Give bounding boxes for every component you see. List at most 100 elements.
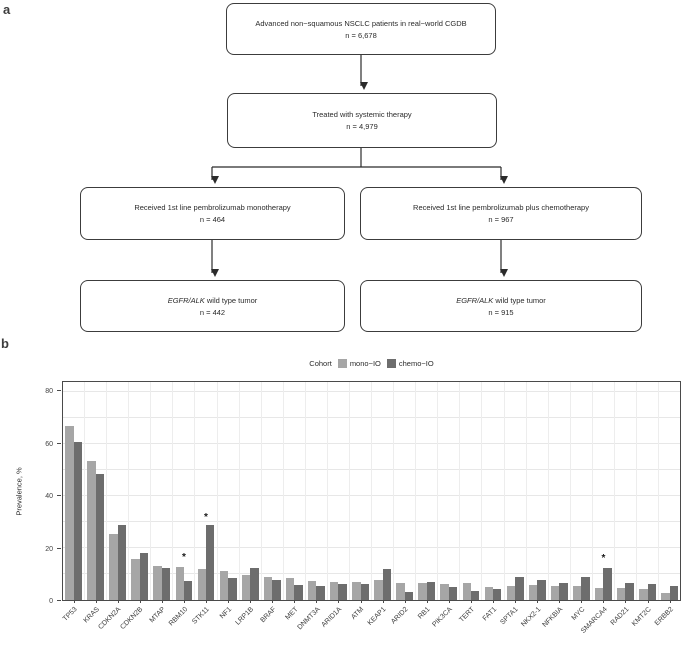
x-tick-label-MTAP: MTAP bbox=[148, 606, 167, 625]
box-text: Advanced non−squamous NSCLC patients in … bbox=[255, 18, 467, 28]
bar-NKX2-1-mono-io bbox=[528, 585, 538, 600]
x-tick-label-RAD21: RAD21 bbox=[609, 606, 631, 627]
bar-ATM-chemo-io bbox=[360, 583, 369, 600]
box-text: Received 1st line pembrolizumab plus che… bbox=[413, 203, 589, 212]
bar-ATM-mono-io bbox=[352, 581, 361, 600]
bar-LRP1B-chemo-io bbox=[250, 567, 259, 600]
x-tick-mark-RB1 bbox=[426, 600, 428, 603]
x-tick-label-STK11: STK11 bbox=[191, 606, 211, 626]
bar-BRAF-mono-io bbox=[263, 576, 273, 600]
y-tick-label-20: 20 bbox=[45, 545, 53, 553]
x-tick-mark-FAT1 bbox=[493, 600, 495, 603]
bar-STK11-mono-io bbox=[197, 569, 206, 600]
x-tick-mark-SPTA1 bbox=[515, 600, 517, 603]
bar-SPTA1-chemo-io bbox=[515, 576, 524, 600]
bar-group-NFKBIA: NFKBIA bbox=[541, 382, 571, 629]
bar-ARID1A-chemo-io bbox=[338, 584, 347, 600]
bar-KEAP1-mono-io bbox=[374, 580, 383, 600]
legend-title: Cohort bbox=[309, 359, 332, 368]
bar-TERT-chemo-io bbox=[470, 591, 480, 600]
x-tick-mark-PIK3CA bbox=[448, 600, 450, 603]
x-tick-label-NF1: NF1 bbox=[218, 606, 234, 621]
box-count: n = 6,678 bbox=[345, 30, 377, 40]
bar-group-MYC: MYC bbox=[570, 382, 593, 622]
significance-star-STK11: * bbox=[204, 511, 208, 523]
box-text: Received 1st line pembrolizumab monother… bbox=[134, 203, 291, 212]
bar-MET-mono-io bbox=[285, 578, 295, 600]
bar-CDKN2B-mono-io bbox=[131, 559, 140, 600]
x-tick-label-BRAF: BRAF bbox=[259, 606, 278, 625]
x-tick-mark-ERBB2 bbox=[669, 600, 671, 603]
x-tick-label-MET: MET bbox=[283, 606, 300, 622]
y-tick-mark-60 bbox=[57, 442, 61, 444]
bar-group-DNMT3A: DNMT3A bbox=[296, 382, 328, 631]
x-tick-label-ERBB2: ERBB2 bbox=[653, 606, 675, 628]
bar-MYC-chemo-io bbox=[581, 576, 590, 600]
bar-BRAF-chemo-io bbox=[272, 579, 281, 600]
x-tick-mark-SMARCA4 bbox=[603, 600, 605, 603]
x-tick-mark-MET bbox=[294, 600, 296, 603]
x-tick-mark-ATM bbox=[360, 600, 362, 603]
bar-group-KRAS: KRAS bbox=[82, 382, 108, 624]
bar-RBM10-chemo-io bbox=[183, 581, 193, 600]
bar-group-BRAF: BRAF bbox=[259, 382, 284, 624]
box-text-rest: wild type tumor bbox=[493, 295, 546, 305]
bar-TP53-chemo-io bbox=[73, 441, 82, 600]
chart-legend: Cohort mono−IO chemo−IO bbox=[62, 359, 681, 368]
x-tick-label-ARID1A: ARID1A bbox=[320, 606, 344, 629]
bar-SMARCA4-chemo-io bbox=[603, 568, 612, 600]
box-count: n = 967 bbox=[488, 215, 514, 224]
bar-STK11-chemo-io bbox=[206, 525, 215, 600]
x-tick-label-FAT1: FAT1 bbox=[481, 606, 498, 623]
legend-label-chemo-io: chemo−IO bbox=[398, 359, 434, 368]
x-tick-label-CDKN2B: CDKN2B bbox=[119, 606, 145, 632]
bar-group-PIK3CA: PIK3CA bbox=[431, 382, 461, 629]
x-tick-mark-CDKN2B bbox=[139, 600, 141, 603]
x-tick-label-ATM: ATM bbox=[350, 606, 366, 622]
x-tick-mark-MYC bbox=[581, 600, 583, 603]
gene-names: EGFR/ALK bbox=[167, 295, 205, 305]
y-tick-label-40: 40 bbox=[45, 493, 53, 501]
legend-swatch-mono-io bbox=[337, 359, 347, 368]
gene-names: EGFR/ALK bbox=[456, 295, 494, 305]
box-count: n = 4,979 bbox=[346, 122, 378, 131]
x-tick-mark-ARID2 bbox=[404, 600, 406, 603]
bar-group-FAT1: FAT1 bbox=[482, 382, 505, 622]
x-tick-mark-KRAS bbox=[95, 600, 97, 603]
bar-group-MTAP: MTAP bbox=[148, 382, 174, 624]
bar-MET-chemo-io bbox=[294, 585, 303, 600]
legend-label-mono-io: mono−IO bbox=[349, 359, 381, 368]
x-tick-label-TP53: TP53 bbox=[61, 606, 79, 623]
x-tick-mark-CDKN2A bbox=[117, 600, 119, 603]
x-tick-label-NKX2-1: NKX2-1 bbox=[519, 606, 543, 629]
bar-FAT1-mono-io bbox=[484, 586, 494, 600]
bar-RBM10-mono-io bbox=[175, 567, 184, 600]
significance-star-SMARCA4: * bbox=[601, 553, 606, 565]
panel-b-label: b bbox=[1, 336, 9, 351]
legend-item-mono-io: mono−IO bbox=[337, 359, 381, 368]
x-tick-label-ARID2: ARID2 bbox=[390, 606, 410, 626]
x-tick-mark-LRP1B bbox=[250, 600, 252, 603]
bar-NKX2-1-chemo-io bbox=[537, 579, 546, 600]
y-tick-label-60: 60 bbox=[45, 440, 53, 448]
legend-swatch-chemo-io bbox=[386, 359, 396, 368]
bar-NFKBIA-mono-io bbox=[550, 586, 560, 600]
y-tick-mark-40 bbox=[57, 495, 61, 497]
bar-PIK3CA-mono-io bbox=[440, 584, 449, 600]
bar-NFKBIA-chemo-io bbox=[559, 582, 568, 600]
box-count: n = 442 bbox=[199, 307, 226, 317]
bar-RB1-mono-io bbox=[418, 582, 427, 600]
bar-group-KMT2C: KMT2C bbox=[631, 382, 660, 628]
x-tick-label-TERT: TERT bbox=[458, 606, 476, 624]
flowchart-box-chemo-wildtype: EGFR/ALK wild type tumor n = 915 bbox=[360, 280, 642, 332]
bar-FAT1-chemo-io bbox=[493, 588, 502, 600]
bar-ARID2-mono-io bbox=[396, 582, 405, 600]
bar-group-TERT: TERT bbox=[458, 382, 483, 624]
bar-group-ARID2: ARID2 bbox=[390, 382, 417, 626]
x-tick-mark-ARID1A bbox=[338, 600, 340, 603]
bar-group-RB1: RB1 bbox=[416, 382, 439, 621]
bar-group-CDKN2A: CDKN2A bbox=[98, 382, 130, 631]
bar-group-LRP1B: LRP1B bbox=[234, 382, 262, 627]
